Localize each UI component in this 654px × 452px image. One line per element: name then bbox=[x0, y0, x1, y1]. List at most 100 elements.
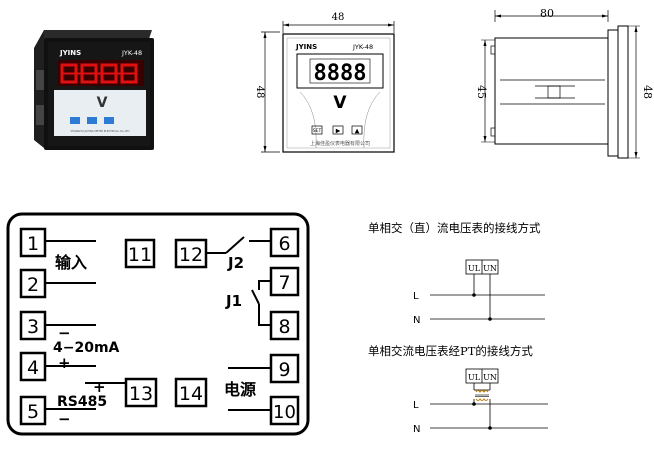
wiring-pt-title: 单相交流电压表经PT的接线方式 bbox=[368, 344, 533, 358]
terminal-14-label: 14 bbox=[179, 383, 203, 405]
side-terminal-top bbox=[490, 45, 496, 55]
terminal-1: 1 bbox=[19, 227, 47, 258]
side-clip bbox=[547, 85, 561, 99]
direct-n-label: N bbox=[413, 315, 420, 326]
terminal-5: 5 bbox=[19, 395, 47, 426]
pt-l-label: L bbox=[413, 400, 419, 411]
power-label: 电源 bbox=[224, 380, 256, 399]
pt-coil-secondary bbox=[475, 390, 489, 393]
photo-unit: V bbox=[97, 95, 108, 111]
side-view-drawing: 80 45 48 bbox=[475, 7, 654, 159]
direct-terminal-un: UN bbox=[483, 264, 497, 273]
photo-clip-top bbox=[36, 70, 44, 90]
side-body bbox=[494, 37, 609, 145]
front-display-digits: 8888 bbox=[314, 61, 367, 86]
relay-j2-contact bbox=[206, 236, 271, 254]
terminal-3-label: 3 bbox=[27, 316, 39, 338]
photo-up-button[interactable] bbox=[104, 117, 114, 124]
power-leads bbox=[228, 367, 271, 411]
terminal-14: 14 bbox=[174, 377, 208, 408]
side-height-dim: 48 bbox=[641, 85, 654, 99]
front-width-dim: 48 bbox=[332, 12, 345, 23]
current-input-label: 4−20mA bbox=[53, 340, 120, 356]
direct-l-label: L bbox=[413, 291, 419, 302]
terminal-1-label: 1 bbox=[27, 233, 39, 255]
relay-j2-label: J2 bbox=[227, 254, 244, 272]
current-plus-sign: + bbox=[58, 354, 71, 372]
terminal-4-label: 4 bbox=[27, 357, 39, 379]
photo-led-digits bbox=[60, 63, 138, 84]
front-maker: 上海佳盈仪表电器有限公司 bbox=[310, 140, 370, 147]
front-brand: JYINS bbox=[295, 43, 317, 51]
input-label: 输入 bbox=[55, 253, 87, 272]
front-set-label: SET bbox=[313, 128, 322, 134]
side-front-plate bbox=[617, 25, 629, 159]
photo-clip-bottom bbox=[36, 105, 44, 125]
terminal-7-label: 7 bbox=[278, 272, 290, 294]
terminal-11: 11 bbox=[124, 238, 156, 269]
terminal-12-label: 12 bbox=[179, 244, 203, 266]
terminal-5-label: 5 bbox=[27, 401, 39, 423]
terminal-13: 13 bbox=[124, 377, 158, 408]
front-face-curve-right bbox=[363, 91, 381, 149]
relay-j1-contact bbox=[251, 280, 271, 326]
rs485-minus-sign: − bbox=[58, 410, 71, 428]
pt-coil-primary bbox=[475, 398, 489, 401]
front-shift-label: ▶ bbox=[336, 128, 341, 135]
front-height-dim: 48 bbox=[254, 86, 265, 99]
terminal-block: 1 2 3 4 5 输入 − 4−20mA + + RS bbox=[6, 212, 310, 436]
terminal-10: 10 bbox=[269, 395, 300, 426]
terminal-9: 9 bbox=[269, 353, 300, 384]
terminal-4: 4 bbox=[19, 351, 47, 382]
front-up-button[interactable] bbox=[351, 125, 363, 135]
front-face-curve-left bbox=[299, 91, 317, 149]
terminal-11-label: 11 bbox=[128, 244, 152, 266]
side-bezel bbox=[607, 29, 619, 157]
terminal-7: 7 bbox=[269, 266, 300, 297]
pt-n-label: N bbox=[413, 424, 420, 435]
terminal-2: 2 bbox=[19, 268, 47, 299]
direct-terminal-ul: UL bbox=[468, 264, 481, 273]
terminal-10-label: 10 bbox=[273, 402, 296, 423]
front-unit: V bbox=[333, 93, 347, 113]
side-depth-dim: 80 bbox=[540, 7, 554, 20]
terminal-8: 8 bbox=[269, 310, 300, 341]
terminal-13-label: 13 bbox=[129, 383, 153, 405]
current-minus-sign: − bbox=[58, 324, 71, 342]
photo-set-button[interactable] bbox=[70, 117, 80, 124]
terminal-block-outline bbox=[6, 212, 310, 436]
pt-terminal-ul: UL bbox=[468, 373, 481, 382]
front-shift-button[interactable] bbox=[332, 125, 344, 135]
front-view-drawing: 48 48 JYINS JYK-48 8888 V SET ▶ ▲ 上海佳盈仪表… bbox=[254, 12, 395, 153]
terminal-8-label: 8 bbox=[278, 316, 290, 338]
front-display-window bbox=[296, 53, 384, 89]
rs485-label: RS485 bbox=[57, 394, 107, 410]
photo-lower-face bbox=[54, 90, 146, 136]
relay-j1-label: J1 bbox=[225, 292, 242, 310]
photo-shift-button[interactable] bbox=[87, 117, 97, 124]
terminal-2-label: 2 bbox=[27, 274, 39, 296]
front-display-inner bbox=[309, 58, 371, 84]
side-terminal-bottom bbox=[490, 127, 496, 137]
product-photo: JYINS JYK-48 V SHANGHAI JIAYING METER EL… bbox=[34, 30, 154, 150]
wiring-pt: 单相交流电压表经PT的接线方式 UL UN L N bbox=[368, 344, 548, 435]
front-panel-outline bbox=[282, 33, 395, 153]
terminal-6: 6 bbox=[269, 227, 300, 258]
front-set-button[interactable] bbox=[311, 125, 323, 135]
left-terminal-leads bbox=[45, 240, 96, 410]
terminal-3: 3 bbox=[19, 310, 47, 341]
wiring-direct: 单相交（直）流电压表的接线方式 UL UN L N bbox=[368, 221, 545, 326]
terminal-12: 12 bbox=[174, 238, 208, 269]
front-model: JYK-48 bbox=[352, 43, 373, 51]
front-panel-inner bbox=[286, 37, 391, 149]
terminal-9-label: 9 bbox=[278, 359, 290, 381]
side-body-dim: 45 bbox=[475, 85, 488, 99]
photo-maker: SHANGHAI JIAYING METER ELECTRICAL CO.,LT… bbox=[71, 129, 130, 133]
photo-model: JYK-48 bbox=[121, 49, 142, 57]
pt-terminal-un: UN bbox=[483, 373, 497, 382]
terminal-6-label: 6 bbox=[278, 233, 290, 255]
photo-brand: JYINS bbox=[59, 49, 81, 57]
wiring-direct-title: 单相交（直）流电压表的接线方式 bbox=[368, 221, 541, 235]
front-up-label: ▲ bbox=[355, 128, 360, 135]
